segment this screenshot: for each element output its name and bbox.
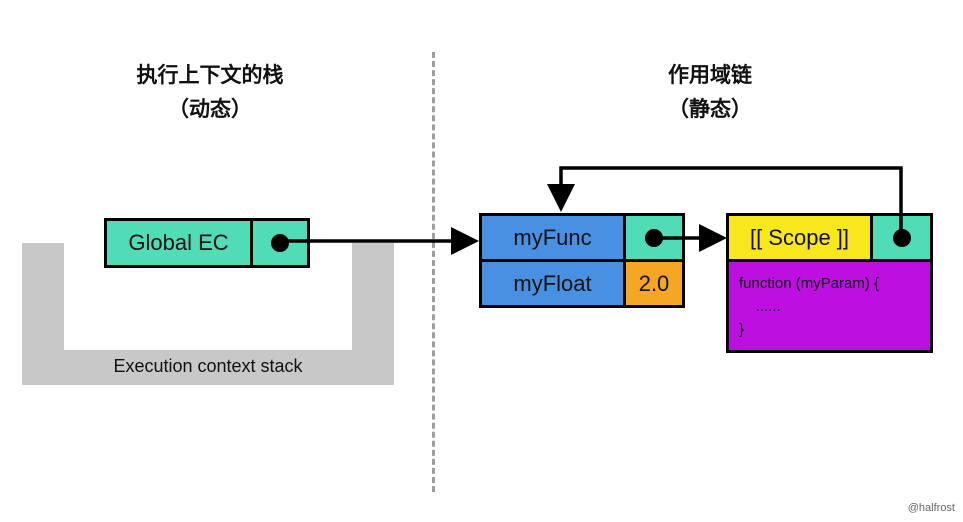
arrow-icon [547,166,903,237]
stack-bottom [22,350,394,385]
section-divider [432,52,435,492]
global-ec-frame: Global EC [104,218,310,268]
var-myfloat-name: myFloat [482,262,623,305]
right-title: 作用域链 （静态） [560,58,860,126]
variable-object-frame: myFunc myFloat 2.0 [479,213,685,308]
global-ec-label: Global EC [107,221,250,265]
pointer-dot-icon [645,228,663,247]
left-title-line1: 执行上下文的栈 [136,63,284,87]
function-body: function (myParam) { ...... } [729,262,930,350]
code-line-1: function (myParam) { [739,275,880,292]
pointer-dot-icon [892,228,911,247]
left-title: 执行上下文的栈 （动态） [60,58,360,126]
right-title-line2: （静态） [668,97,752,121]
right-title-line1: 作用域链 [668,63,752,87]
watermark: @halfrost [907,502,955,514]
global-ec-pointer-cell [253,221,307,265]
left-title-line2: （动态） [168,97,252,121]
scope-label: [[ Scope ]] [729,216,870,259]
stack-label: Execution context stack [113,356,303,376]
code-line-2: ...... [739,298,781,315]
var-myfunc-name: myFunc [482,216,623,259]
code-line-3: } [739,321,745,338]
pointer-dot-icon [271,234,289,252]
function-object-frame: [[ Scope ]] function (myParam) { ...... … [726,213,933,353]
var-myfloat-value: 2.0 [626,262,682,305]
